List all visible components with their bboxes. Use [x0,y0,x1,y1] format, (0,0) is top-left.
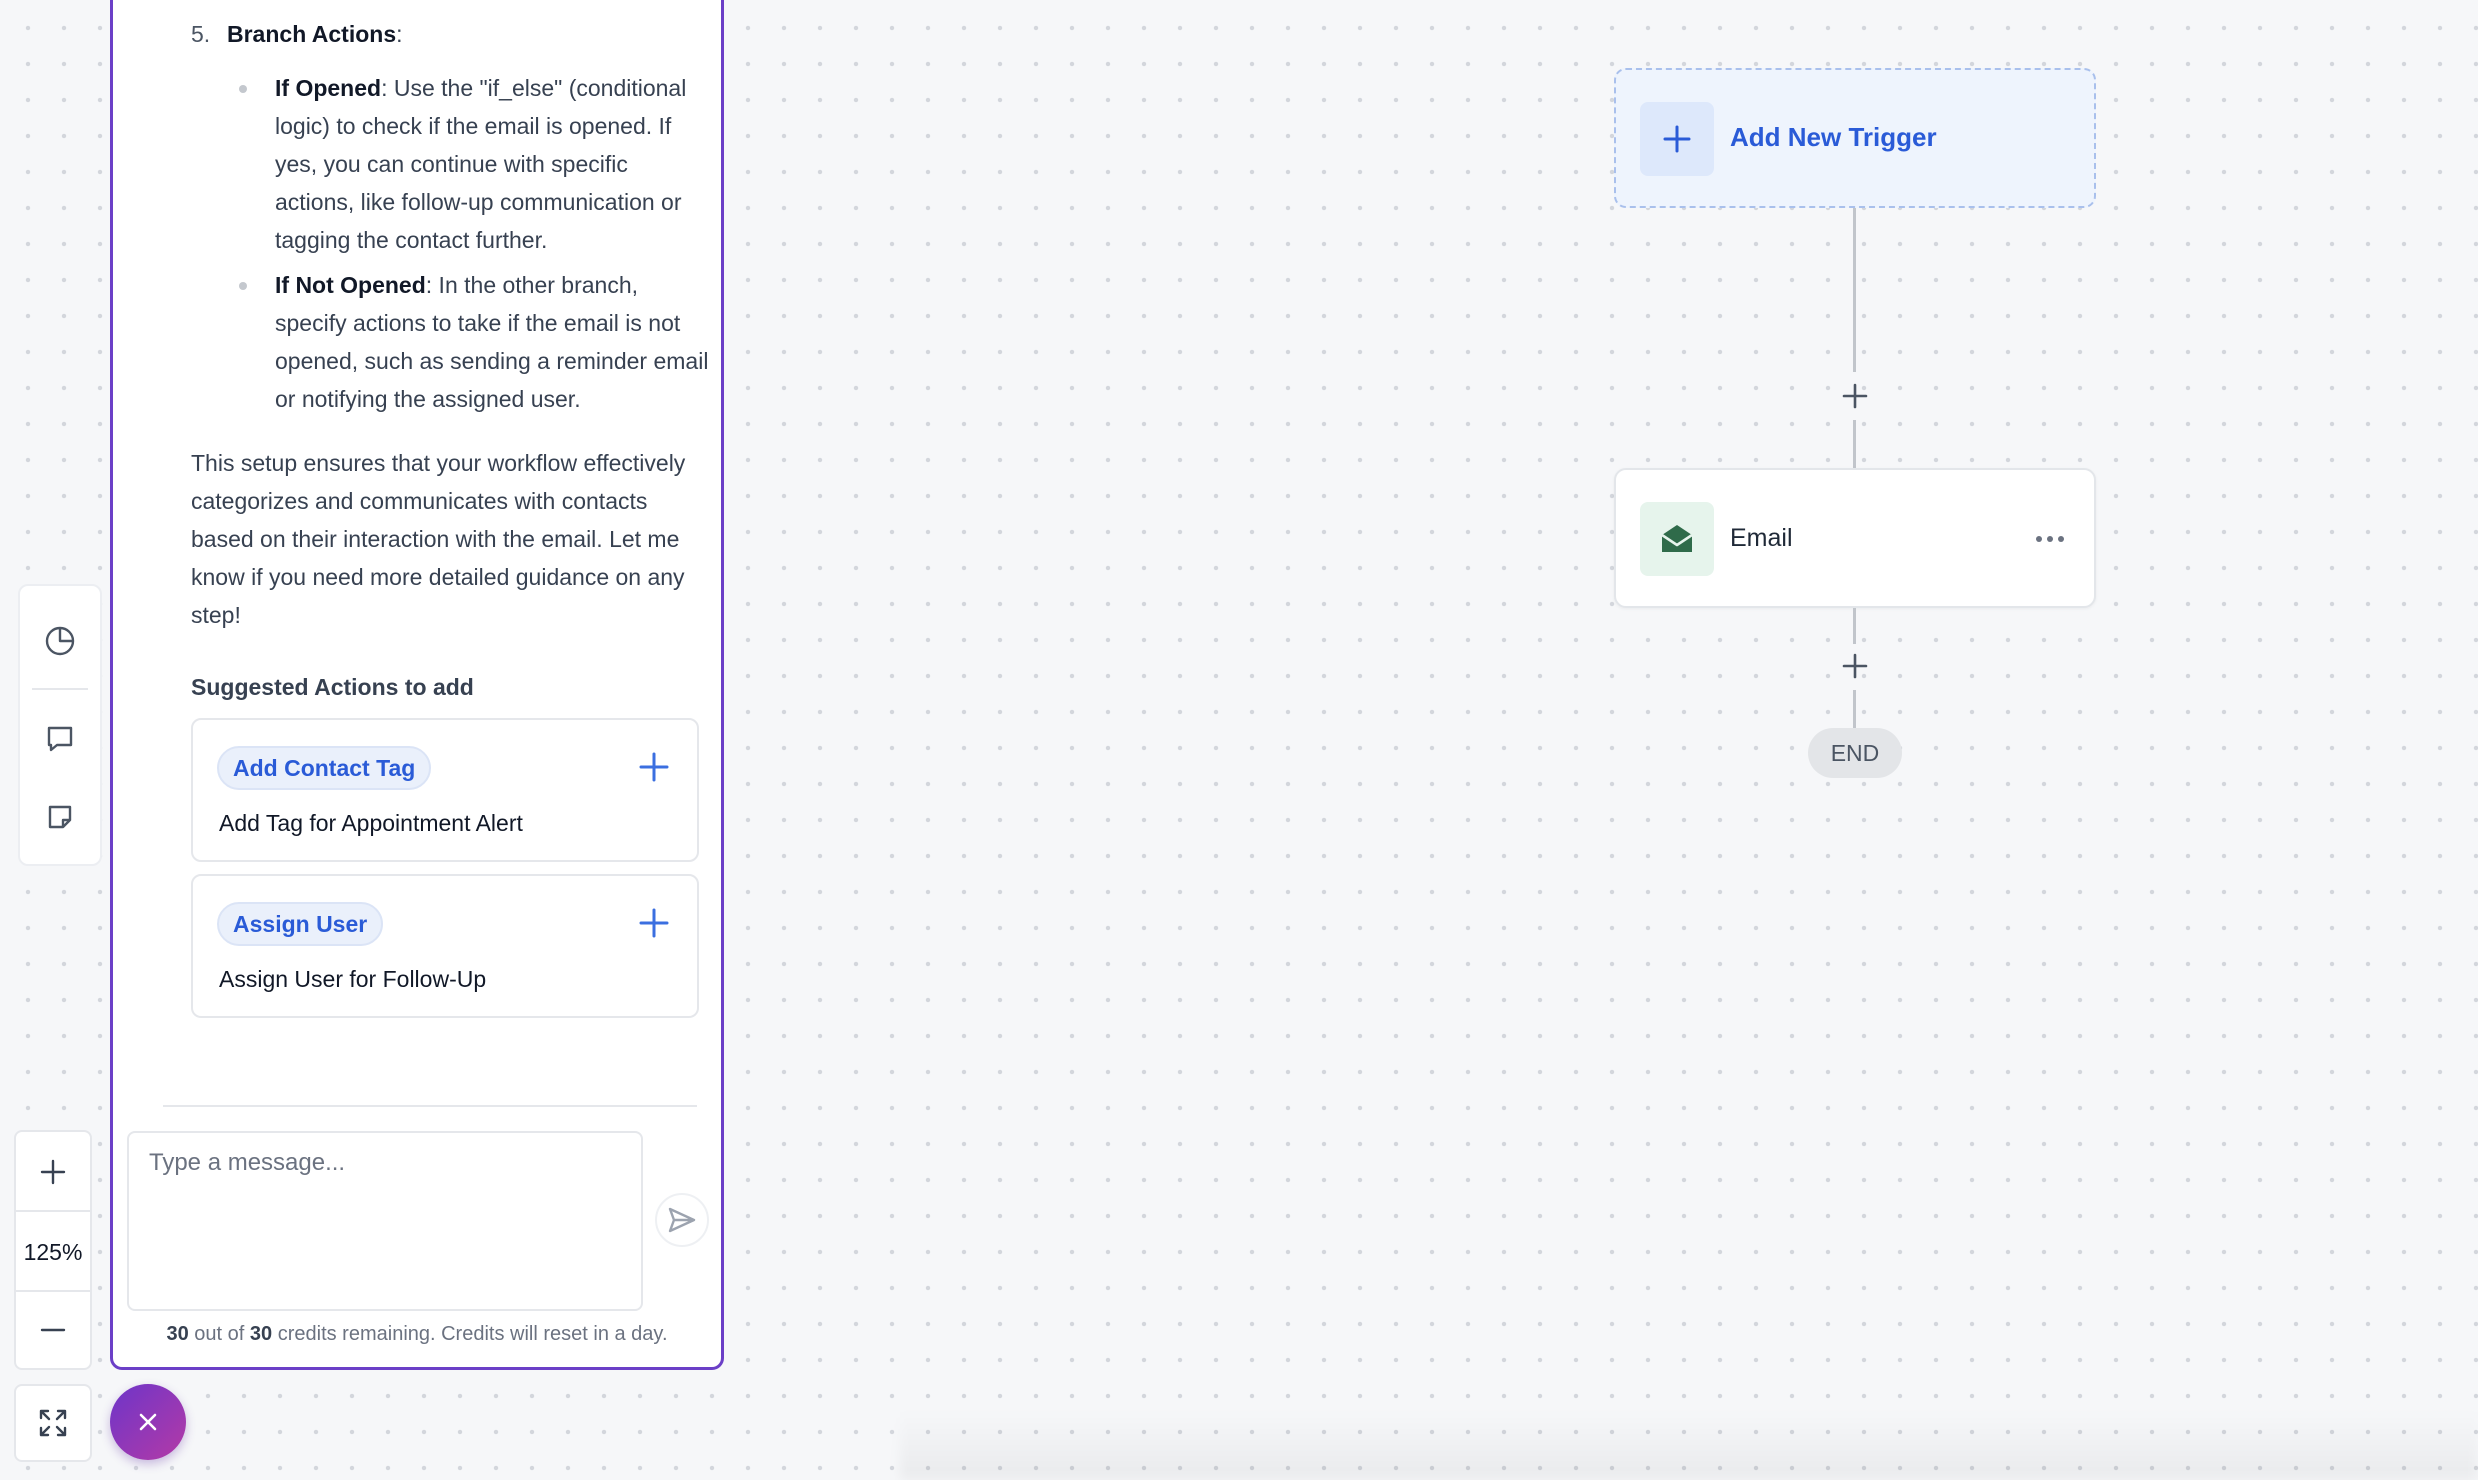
bullet-item: If Opened: Use the "if_else" (conditiona… [239,69,711,259]
close-icon [139,1413,157,1431]
zoom-level: 125% [23,1238,83,1265]
connector-line [1853,420,1856,468]
expand-icon [39,1409,67,1437]
suggested-action-card[interactable]: Assign User Assign User for Follow-Up [191,874,699,1018]
history-icon [45,626,75,656]
plus-icon [40,1159,66,1185]
plus-icon [1842,383,1868,409]
credits-status: 30 out of 30 credits remaining. Credits … [113,1323,721,1346]
branch-bullets: If Opened: Use the "if_else" (conditiona… [239,69,711,418]
trigger-label: Add New Trigger [1730,122,1937,152]
note-icon [48,805,72,829]
zoom-out-button[interactable] [16,1290,90,1370]
history-button[interactable] [20,606,100,676]
step-number: 5. [191,21,211,47]
chat-message: 5. Branch Actions: If Opened: Use the "i… [191,15,711,1018]
divider [16,1290,90,1292]
side-toolbar [18,584,102,866]
minus-icon [40,1328,66,1332]
plus-icon [639,752,669,782]
zoom-in-button[interactable] [16,1132,90,1212]
message-input[interactable] [127,1131,643,1311]
send-icon [668,1207,696,1233]
bullet-text: : Use the "if_else" (conditional logic) … [275,75,687,253]
credits-total: 30 [249,1323,273,1345]
credits-out-of: out of [194,1323,245,1345]
step-heading: 5. Branch Actions: [191,15,711,53]
trigger-plus-box [1640,102,1714,176]
email-node-label: Email [1730,524,1793,552]
divider [16,1210,90,1212]
email-icon [1661,525,1693,552]
add-step-button[interactable] [1835,376,1875,416]
chat-icon [47,726,73,752]
add-action-button[interactable] [637,750,671,784]
plus-icon [1842,653,1868,679]
credits-suffix: credits remaining. Credits will reset in… [277,1323,668,1345]
suggested-actions-title: Suggested Actions to add [191,674,474,700]
add-trigger-node[interactable]: Add New Trigger [1614,68,2096,208]
step-colon: : [396,21,403,47]
fit-view-button[interactable] [14,1384,92,1462]
action-description: Assign User for Follow-Up [219,966,487,992]
bullet-title: If Not Opened [275,272,426,298]
notes-button[interactable] [20,782,100,852]
bullet-text: : In the other branch, specify actions t… [275,272,709,412]
send-button[interactable] [655,1193,709,1247]
action-type-chip: Assign User [217,902,384,946]
close-chat-button[interactable] [110,1384,186,1460]
canvas-edge-shadow [900,1410,2478,1480]
bullet-item: If Not Opened: In the other branch, spec… [239,266,711,418]
connector-line [1853,208,1856,372]
add-step-button[interactable] [1835,646,1875,686]
action-description: Add Tag for Appointment Alert [219,810,523,836]
divider [163,1105,697,1107]
plus-icon [1663,125,1691,153]
divider [32,688,88,690]
step-title: Branch Actions [227,21,397,47]
action-type-chip: Add Contact Tag [217,746,432,790]
end-node: END [1808,728,1902,778]
summary-text: This setup ensures that your workflow ef… [191,450,686,628]
credits-remaining: 30 [166,1323,189,1345]
connector-line [1853,608,1856,644]
suggested-action-card[interactable]: Add Contact Tag Add Tag for Appointment … [191,718,699,862]
plus-icon [639,908,669,938]
zoom-controls: 125% [14,1130,92,1370]
chat-scroll-area[interactable]: 5. Branch Actions: If Opened: Use the "i… [113,0,721,1109]
email-icon-box [1640,502,1714,576]
email-action-node[interactable]: Email [1614,468,2096,608]
add-action-button[interactable] [637,906,671,940]
connector-line [1853,690,1856,728]
chat-button[interactable] [20,704,100,774]
zoom-level-display: 125% [16,1212,90,1292]
ai-chat-panel: 5. Branch Actions: If Opened: Use the "i… [110,0,724,1370]
more-horizontal-icon [2036,536,2064,542]
bullet-title: If Opened [275,75,382,101]
node-menu-button[interactable] [2032,524,2068,554]
